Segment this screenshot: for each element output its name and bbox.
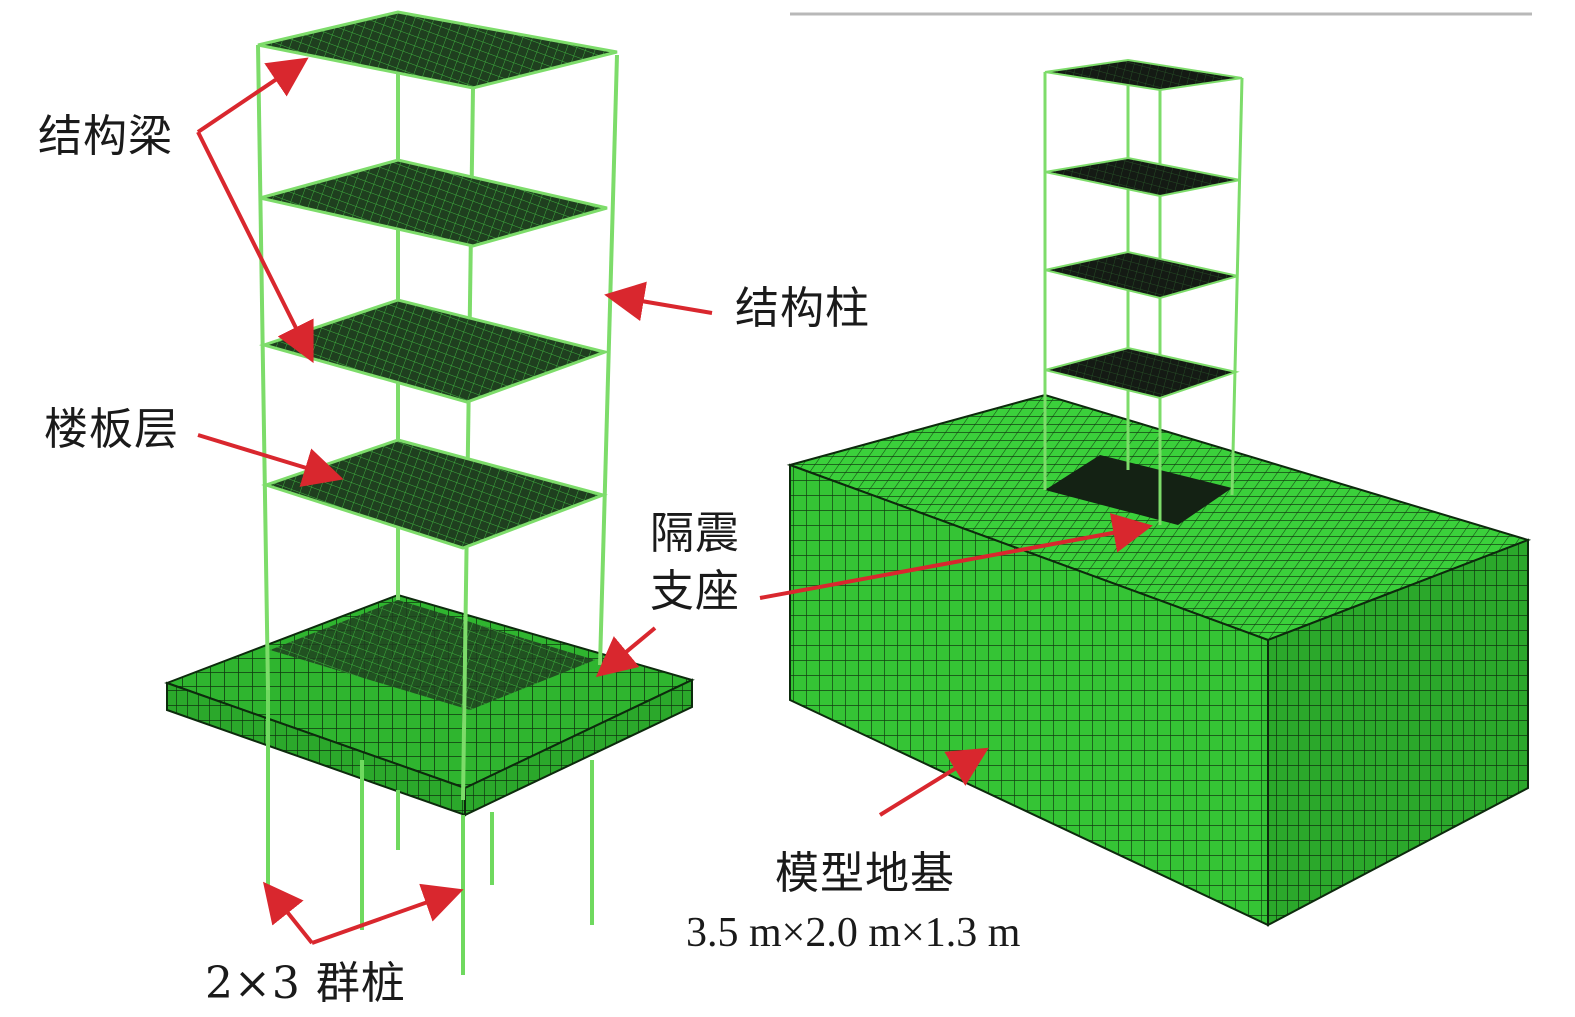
pile-cap [164, 593, 695, 817]
right-foundation-model [786, 58, 1532, 927]
label-structure-column: 结构柱 [735, 283, 870, 334]
beam-arrow-up [196, 57, 309, 134]
bearing-arrow-right [759, 513, 1153, 600]
pile-arrow-left [263, 881, 314, 945]
foundation-arrow [878, 747, 989, 817]
bearing-arrow-left [595, 626, 657, 678]
label-floor-slab: 楼板层 [44, 404, 179, 455]
left-structure-model [164, 10, 695, 975]
pile-group [266, 690, 594, 975]
pile-arrow-right [311, 883, 464, 945]
floor-slab-4 [259, 158, 608, 248]
label-isolation-bearing-line1: 隔震 [650, 508, 740, 559]
floor-slab-5 [257, 10, 618, 90]
column-arrow [604, 281, 713, 322]
label-model-foundation: 模型地基 [775, 848, 955, 899]
slab-arrow [197, 433, 344, 487]
beam-arrow-down [196, 131, 314, 364]
label-isolation-bearing-line2: 支座 [650, 566, 740, 617]
floor-slab-3 [258, 298, 611, 404]
label-pile-group: 2×3 群桩 [205, 958, 406, 1009]
label-structure-beam: 结构梁 [38, 111, 173, 162]
floor-slabs [257, 10, 618, 550]
right-frame-columns [1043, 62, 1244, 525]
cap-recess [1045, 455, 1232, 525]
right-floor-slabs [1044, 58, 1243, 400]
floor-slab-2 [261, 438, 608, 550]
label-foundation-dimensions: 3.5 m×2.0 m×1.3 m [686, 910, 1021, 956]
annotation-arrows [196, 57, 1153, 945]
